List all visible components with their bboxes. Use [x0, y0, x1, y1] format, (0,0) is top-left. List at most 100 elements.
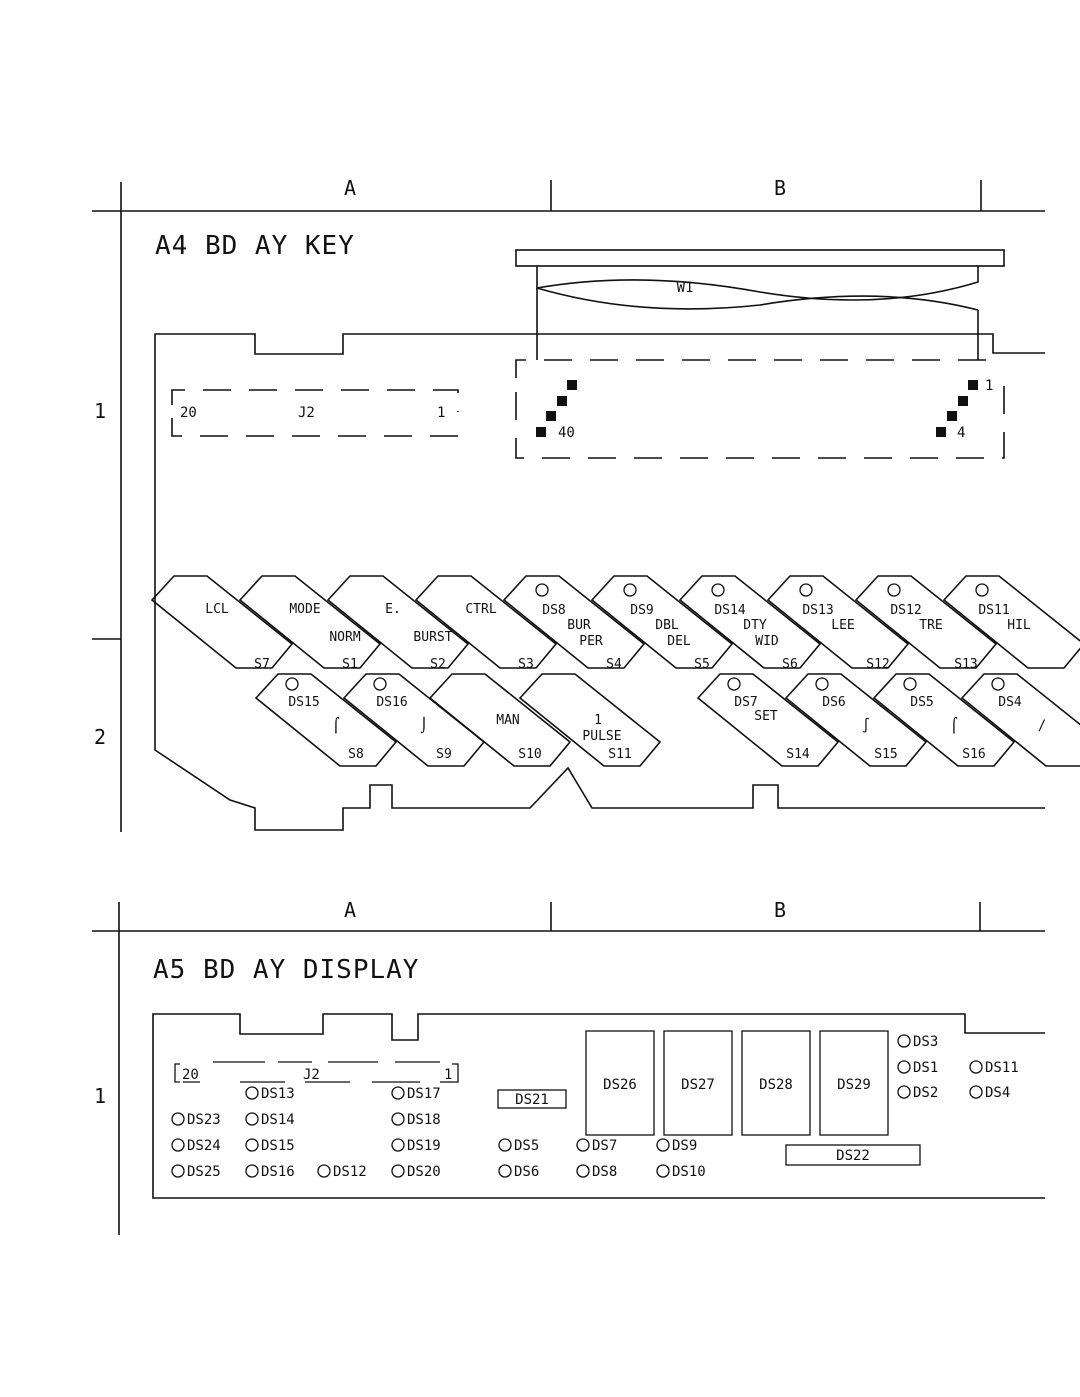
- row-label-2: 2: [94, 725, 106, 749]
- led-label: DS6: [822, 695, 845, 710]
- column-label-b-bottom: B: [774, 898, 786, 922]
- bottom-board-title: A5 BD AY DISPLAY: [153, 955, 419, 985]
- led-ds24: DS24: [171, 1138, 221, 1154]
- display-label: DS22: [836, 1148, 870, 1164]
- j2-connector-top: [171, 389, 459, 437]
- key-ds4[interactable]: DS4 /: [960, 673, 1080, 767]
- switch-ref: S13: [954, 657, 977, 672]
- key-legend: DBL: [655, 618, 679, 633]
- led-ds1: DS1: [897, 1060, 938, 1076]
- led-label: DS13: [261, 1086, 295, 1102]
- switch-ref: S9: [436, 747, 452, 762]
- led-label: DS25: [187, 1164, 221, 1180]
- led-indicator: [887, 583, 901, 597]
- keys-bottom-row: DS15⌠S8DS16⌡S9MANS101PULSES11DS7SETS14DS…: [254, 673, 1080, 767]
- led-ds12: DS12: [317, 1164, 367, 1180]
- led-indicator: [535, 583, 549, 597]
- key-legend: E.: [385, 602, 401, 617]
- led-label: DS14: [261, 1112, 295, 1128]
- column-label-b: B: [774, 176, 786, 200]
- led-label: DS9: [630, 603, 653, 618]
- led-ds20: DS20: [391, 1164, 441, 1180]
- led-ds18: DS18: [391, 1112, 441, 1128]
- display-ds29: DS29: [819, 1030, 889, 1136]
- row-label-1-bottom: 1: [94, 1084, 106, 1108]
- key-legend: PULSE: [582, 729, 621, 744]
- led-label: DS24: [187, 1138, 221, 1154]
- led-label: DS11: [985, 1060, 1019, 1076]
- led-label: DS6: [514, 1164, 539, 1180]
- key-legend: LCL: [205, 602, 229, 617]
- switch-ref: S2: [430, 657, 446, 672]
- top-grid: [92, 180, 1045, 832]
- switch-ref: S1: [342, 657, 358, 672]
- led-label: DS17: [407, 1086, 441, 1102]
- key-legend: MAN: [496, 713, 519, 728]
- led-label: DS11: [978, 603, 1009, 618]
- led-label: DS20: [407, 1164, 441, 1180]
- led-label: DS9: [672, 1138, 697, 1154]
- bottom-grid: [92, 902, 1045, 1235]
- display-label: DS21: [515, 1092, 549, 1108]
- led-label: DS14: [714, 603, 745, 618]
- led-label: DS5: [514, 1138, 539, 1154]
- display-ds26: DS26: [585, 1030, 655, 1136]
- led-label: DS8: [542, 603, 565, 618]
- display-board-outline: [152, 1013, 1045, 1199]
- switch-ref: S12: [866, 657, 889, 672]
- key-s15[interactable]: DS6∫S15: [784, 673, 928, 767]
- j2b-pin-left: 20: [182, 1067, 199, 1083]
- switch-ref: S7: [254, 657, 270, 672]
- led-indicator: [815, 677, 829, 691]
- switch-ref: S6: [782, 657, 798, 672]
- led-label: DS3: [913, 1034, 938, 1050]
- led-ds3: DS3: [897, 1034, 938, 1050]
- led-label: DS10: [672, 1164, 706, 1180]
- led-ds13: DS13: [245, 1086, 295, 1102]
- led-indicator: [975, 583, 989, 597]
- j2-connector-bottom: [174, 1061, 459, 1083]
- key-s9[interactable]: DS16⌡S9: [342, 673, 486, 767]
- key-legend: BURST: [413, 630, 452, 645]
- switch-ref: S11: [608, 747, 631, 762]
- switch-ref: S14: [786, 747, 810, 762]
- led-label: DS7: [592, 1138, 617, 1154]
- display-label: DS27: [681, 1077, 715, 1093]
- led-label: DS15: [261, 1138, 295, 1154]
- led-ds7: DS7: [576, 1138, 617, 1154]
- led-indicator: [799, 583, 813, 597]
- led-label: DS4: [998, 695, 1022, 710]
- j2b-pin-right: 1: [444, 1067, 452, 1083]
- switch-ref: S10: [518, 747, 541, 762]
- key-symbol: /: [1038, 718, 1046, 734]
- j2-label: J2: [298, 405, 315, 421]
- connector-pin-1: 1: [985, 378, 993, 394]
- led-label: DS12: [333, 1164, 367, 1180]
- led-label: DS15: [288, 695, 319, 710]
- display-ds22: DS22: [785, 1144, 921, 1166]
- key-s2[interactable]: E. BURST S2: [326, 575, 470, 672]
- key-legend: DTY: [743, 618, 767, 633]
- key-legend: 1: [594, 713, 602, 728]
- led-ds16: DS16: [245, 1164, 295, 1180]
- key-s16[interactable]: DS5⌠S16: [872, 673, 1016, 767]
- led-ds4: DS4: [969, 1085, 1010, 1101]
- key-legend: DEL: [667, 634, 691, 649]
- switch-ref: S4: [606, 657, 622, 672]
- key-s7[interactable]: LCL S7: [150, 575, 294, 672]
- key-s8[interactable]: DS15⌠S8: [254, 673, 398, 767]
- key-s10[interactable]: MAN S10: [428, 673, 572, 767]
